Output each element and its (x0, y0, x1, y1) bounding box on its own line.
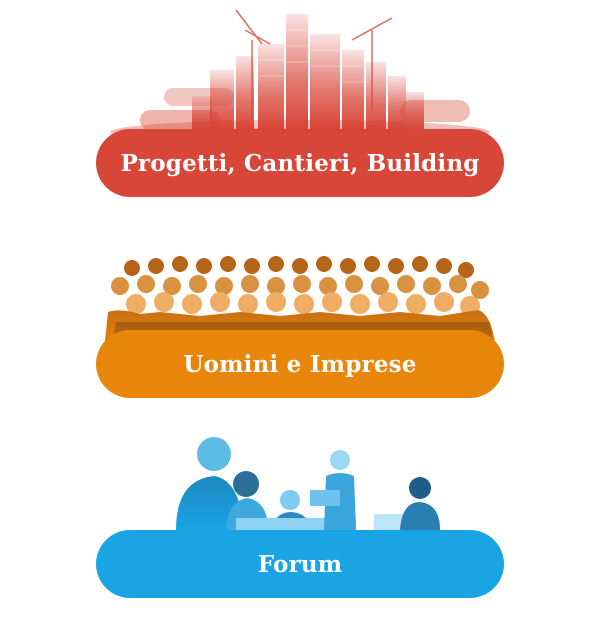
category-button-forum[interactable]: Forum (96, 530, 504, 598)
category-projects[interactable]: Progetti, Cantieri, Building (0, 0, 600, 200)
category-label: Forum (257, 550, 343, 578)
category-label: Progetti, Cantieri, Building (120, 149, 480, 177)
category-button-projects[interactable]: Progetti, Cantieri, Building (96, 129, 504, 197)
category-forum[interactable]: Forum (0, 420, 600, 640)
category-button-people[interactable]: Uomini e Imprese (96, 330, 504, 398)
category-label: Uomini e Imprese (183, 350, 417, 378)
city-skyline-icon (110, 9, 490, 140)
meeting-people-icon (176, 437, 440, 530)
category-people[interactable]: Uomini e Imprese (0, 200, 600, 400)
crowd-people-icon (104, 256, 496, 350)
